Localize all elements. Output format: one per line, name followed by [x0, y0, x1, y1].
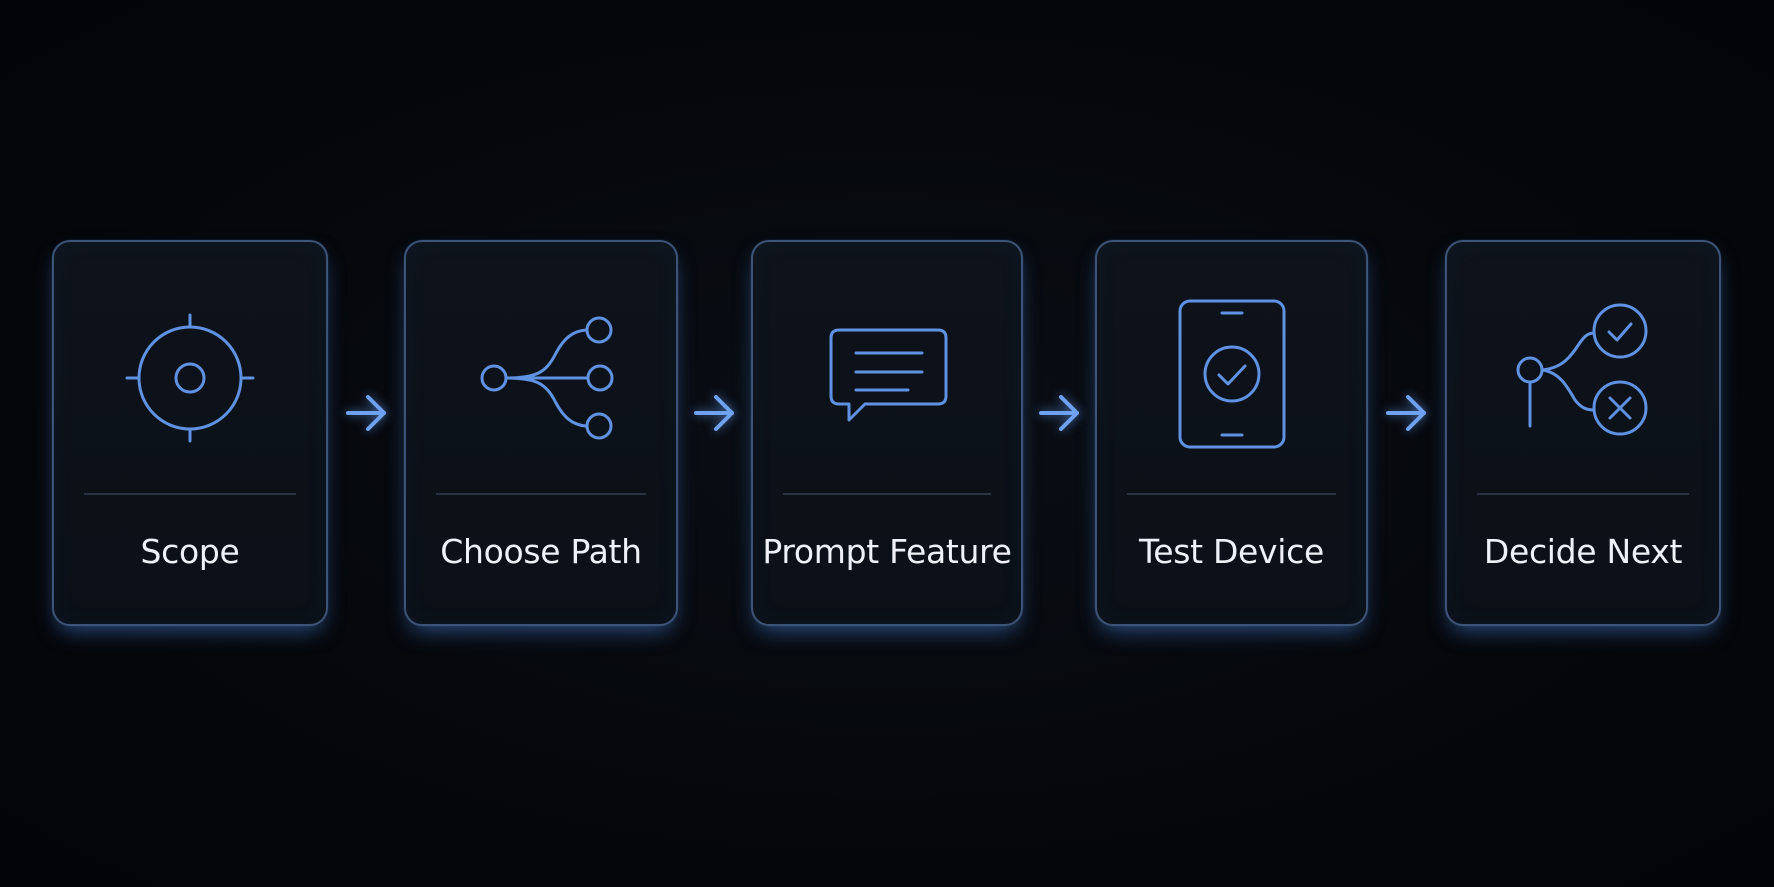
step-label-prompt-feature: Prompt Feature: [762, 532, 1012, 571]
step-label-decide-next: Decide Next: [1483, 532, 1683, 571]
card-divider: [1127, 493, 1336, 495]
step-card-scope: Scope: [52, 240, 328, 626]
step-card-prompt-feature: Prompt Feature: [751, 240, 1023, 626]
card-divider: [436, 493, 646, 495]
step-label-choose-path: Choose Path: [440, 532, 642, 571]
step-card-test-device: Test Device: [1095, 240, 1368, 626]
branch-icon: [480, 316, 614, 440]
card-divider: [783, 493, 991, 495]
arrow-right-icon: [344, 388, 390, 438]
step-card-choose-path: Choose Path: [404, 240, 678, 626]
target-icon: [125, 313, 255, 443]
arrow-right-icon: [1384, 388, 1430, 438]
step-label-test-device: Test Device: [1138, 532, 1325, 571]
step-label-scope: Scope: [140, 532, 240, 571]
step-card-decide-next: Decide Next: [1445, 240, 1721, 626]
arrow-right-icon: [1037, 388, 1083, 438]
arrow-right-icon: [692, 388, 738, 438]
card-divider: [84, 493, 296, 495]
decision-icon: [1516, 303, 1648, 436]
phone-check-icon: [1178, 299, 1285, 449]
chat-bubble-icon: [829, 328, 948, 422]
card-divider: [1477, 493, 1689, 495]
